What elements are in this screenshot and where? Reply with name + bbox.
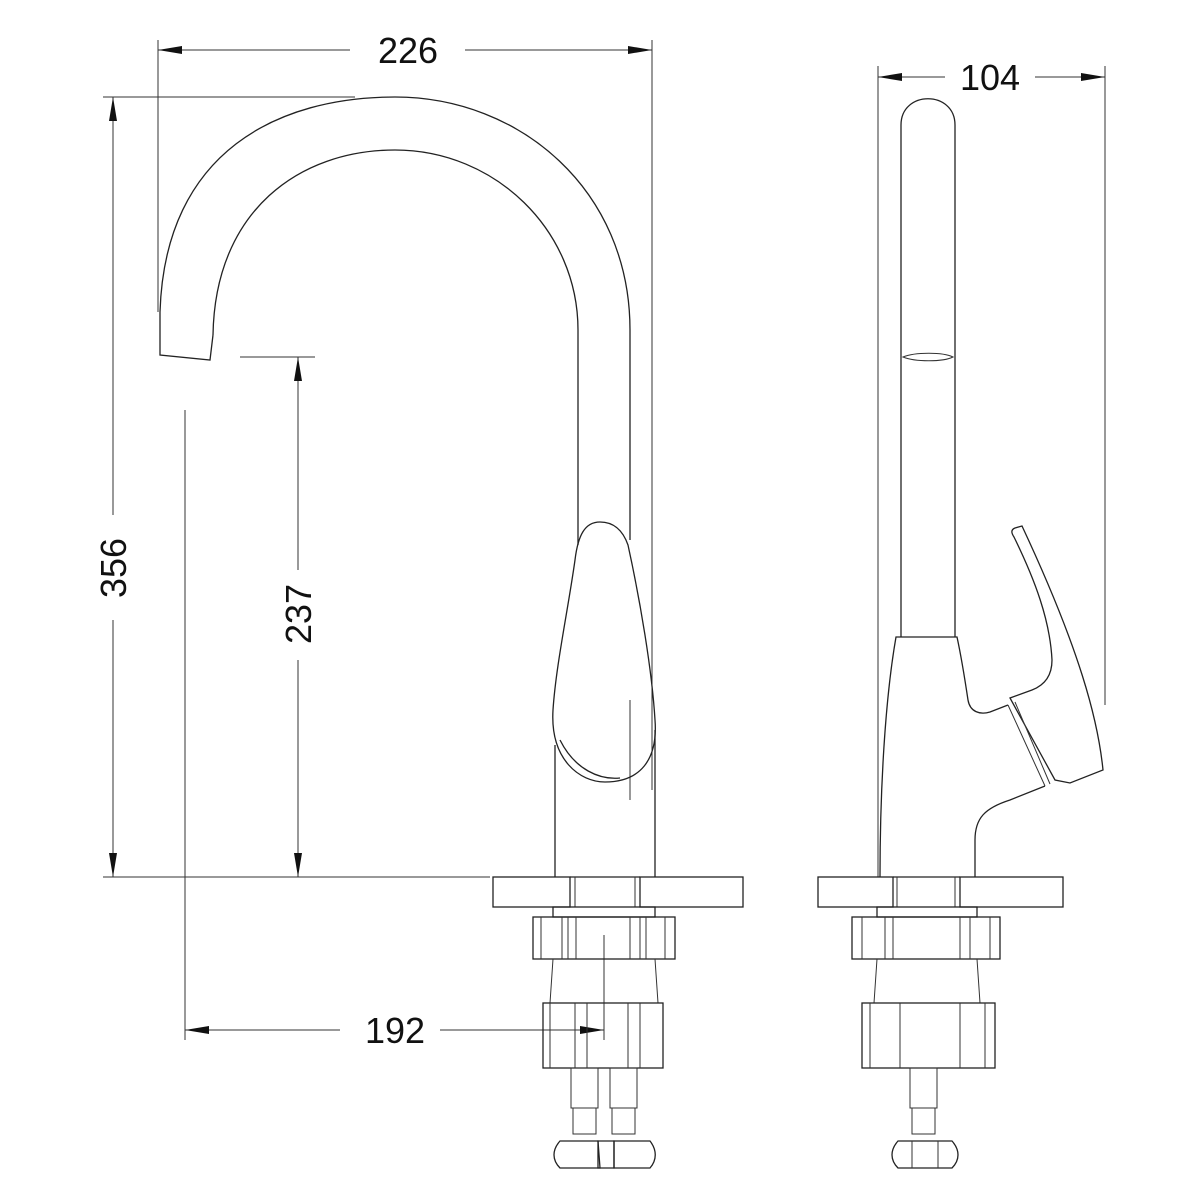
side-spout [900,98,956,637]
side-mounting-nut [851,906,1001,1004]
dimension-104-label: 104 [960,57,1020,98]
side-view: 104 [817,57,1106,1169]
dimension-226-label: 226 [378,30,438,71]
dimension-226: 226 [157,30,653,790]
dimension-356-label: 356 [93,538,134,598]
body-and-handle [552,521,656,877]
dimension-237-label: 237 [278,584,319,644]
side-connector-nut [861,1002,996,1069]
dimension-104: 104 [877,57,1106,877]
countertop-section [492,876,744,908]
side-countertop-section [817,876,1064,908]
front-view: 226 356 237 192 [93,30,744,1169]
side-supply-hose [891,1067,959,1169]
mounting-nut [532,906,676,1004]
dimension-192: 192 [184,410,605,1051]
connector-nut [542,1002,664,1069]
spout [159,96,631,800]
supply-hoses [553,1067,656,1169]
dimension-192-label: 192 [365,1010,425,1051]
dimension-356: 356 [93,96,490,878]
side-body-and-lever [879,525,1104,878]
dimension-237: 237 [240,356,319,877]
